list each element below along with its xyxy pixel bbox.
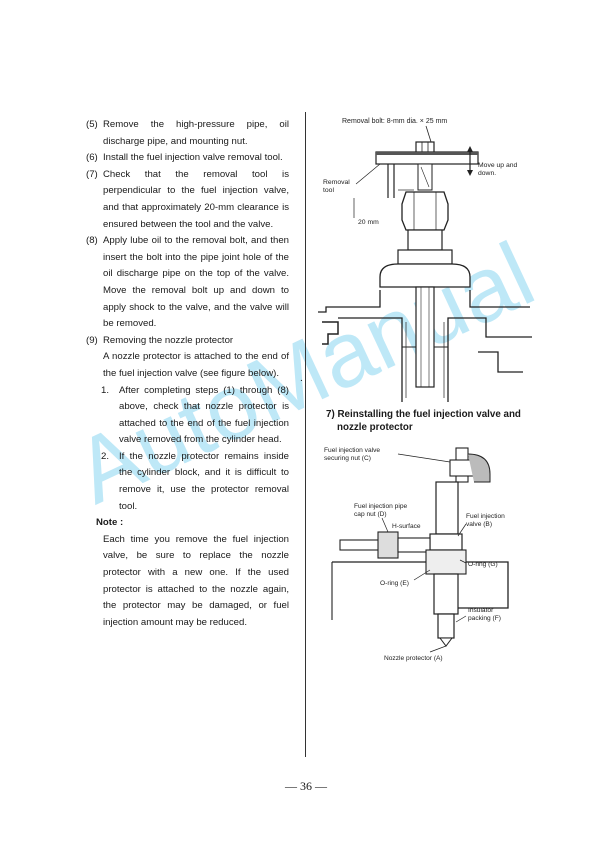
step-text: Removing the nozzle protector [103,334,234,346]
valve-label-2: valve (B) [466,521,492,528]
step-9: (9) Removing the nozzle protector [86,333,289,350]
substep-number: 1. [101,384,110,396]
step-7: (7) Check that the removal tool is perpe… [86,167,289,233]
step-8: (8) Apply lube oil to the removal bolt, … [86,233,289,333]
step-number: (9) [86,334,98,346]
step-number: (5) [86,119,98,130]
stray-mark: . [300,373,303,384]
step-number: (6) [86,152,98,164]
h-surface-label: H-surface [392,523,421,530]
removal-bolt-label: Removal bolt: 8-mm dia. × 25 mm [342,118,447,125]
removal-tool-label-2: tool [323,187,334,194]
packing-label-2: packing (F) [468,615,501,622]
removal-tool-label-1: Removal [323,179,350,186]
step-text: Apply lube oil to the removal bolt, and … [103,235,289,330]
step-number: (7) [86,168,98,180]
substep-text: After completing steps (1) through (8) a… [119,384,289,446]
step-text: Remove the high-pressure pipe, oil disch… [103,119,289,147]
substep-number: 2. [101,450,110,462]
step-number: (8) [86,235,98,247]
securing-nut-label-1: Fuel injection valve [324,447,380,454]
oring-g-label: O-ring (G) [468,561,498,568]
step-9-body: A nozzle protector is attached to the en… [103,351,289,379]
note-title: Note : [96,517,124,529]
step-6: (6) Install the fuel injection valve rem… [86,150,289,167]
oring-e-label: O-ring (E) [380,580,409,587]
substep-2: 2. If the nozzle protector remains insid… [86,449,289,515]
section-number: 7) [326,409,335,420]
section-title-line2: nozzle protector [337,422,413,433]
step-text: Check that the removal tool is perpendic… [103,168,289,230]
move-label-2: down. [478,170,496,177]
column-divider [305,112,306,757]
protector-label: Nozzle protector (A) [384,655,443,662]
substep-1: 1. After completing steps (1) through (8… [86,383,289,449]
step-text: Install the fuel injection valve removal… [103,152,283,164]
section-title-line1: Reinstalling the fuel injection valve an… [337,409,521,420]
cap-nut-label-1: Fuel injection pipe [354,503,407,510]
valve-label-1: Fuel injection [466,513,505,520]
substep-text: If the nozzle protector remains inside t… [119,450,289,512]
page-number: — 36 — [285,779,327,793]
step-5: (5) Remove the high-pressure pipe, oil d… [86,117,289,150]
note-text: Each time you remove the fuel injection … [103,533,289,628]
securing-nut-label-2: securing nut (C) [324,455,371,462]
move-label-1: Move up and [478,162,518,169]
procedure-text: (5) Remove the high-pressure pipe, oil d… [86,117,289,631]
packing-label-1: Insulator [468,607,494,614]
reinstall-figure: Fuel injection valve securing nut (C) Fu… [324,447,509,662]
section-heading: 7) Reinstalling the fuel injection valve… [326,408,536,434]
clearance-label: 20 mm [358,219,379,226]
cap-nut-label-2: cap nut (D) [354,511,387,518]
removal-tool-figure: Removal bolt: 8-mm dia. × 25 mm Move up … [318,118,532,402]
